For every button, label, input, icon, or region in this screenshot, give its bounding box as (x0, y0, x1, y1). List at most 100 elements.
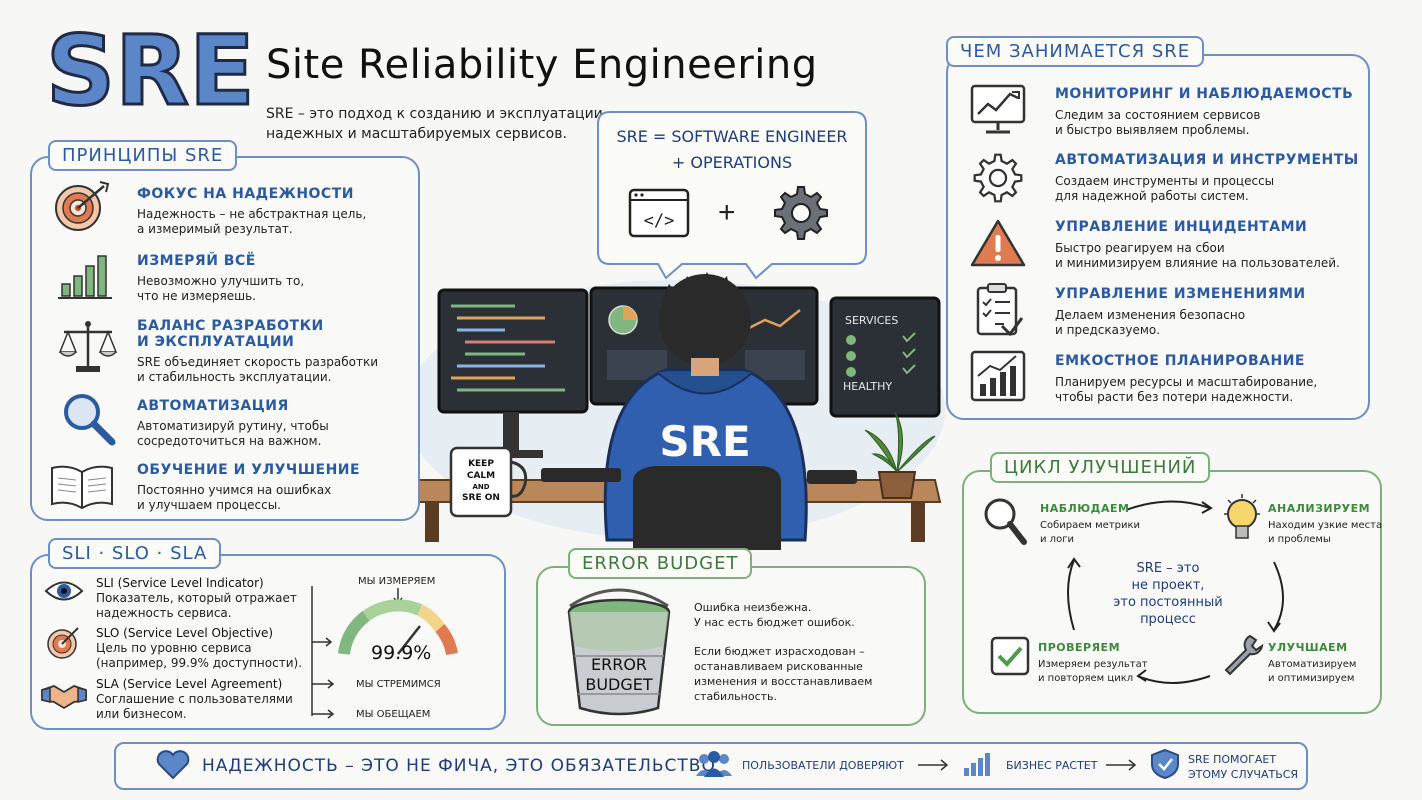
principle-text: SRE объединяет скорость разработки (137, 355, 379, 369)
error-budget-tag: ERROR BUDGET (568, 548, 753, 579)
principle-text: и улучшаем процессы. (137, 498, 281, 512)
footer-grow: БИЗНЕС РАСТЕТ (1006, 759, 1098, 772)
gauge-value: 99.9% (371, 642, 432, 664)
mug-text: AND (472, 483, 489, 491)
cycle-step: НАБЛЮДАЕМ Собираем метрики и логи (1040, 502, 1140, 547)
what-text: Создаем инструменты и процессы (1055, 174, 1275, 188)
plus-sign: + (718, 196, 736, 229)
what-text: и предсказуемо. (1055, 323, 1161, 337)
what-item: УПРАВЛЕНИЕ ИЗМЕНЕНИЯМИ Делаем изменения … (1055, 286, 1306, 338)
what-item: ЕМКОСТНОЕ ПЛАНИРОВАНИЕ Планируем ресурсы… (1055, 353, 1317, 405)
what-text: Следим за состоянием сервисов (1055, 108, 1261, 122)
mug-text: CALM (467, 471, 495, 481)
principle-item: ОБУЧЕНИЕ И УЛУЧШЕНИЕ Постоянно учимся на… (137, 462, 360, 513)
sli-item: SLI (Service Level Indicator) Показатель… (96, 576, 297, 621)
principle-title: ФОКУС НА НАДЕЖНОСТИ (137, 186, 354, 202)
gear-icon (972, 152, 1024, 204)
sre-logo: SRE (40, 18, 251, 118)
principle-title: ОБУЧЕНИЕ И УЛУЧШЕНИЕ (137, 462, 361, 478)
what-text: Быстро реагируем на сбои (1055, 241, 1225, 255)
what-title: ЕМКОСТНОЕ ПЛАНИРОВАНИЕ (1055, 353, 1305, 369)
principle-text: и стабильность эксплуатации. (137, 370, 332, 384)
cycle-center: SRE – это не проект, это постоянный проц… (1102, 560, 1234, 628)
logo-text: SRE (46, 18, 250, 118)
svg-text:</>: </> (644, 211, 675, 231)
formula-line: + OPERATIONS (671, 153, 793, 172)
footer-help-line: ЭТОМУ СЛУЧАТЬСЯ (1188, 768, 1299, 781)
cycle-step-text: Собираем метрики (1040, 520, 1141, 531)
what-title: УПРАВЛЕНИЕ ИНЦИДЕНТАМИ (1055, 219, 1308, 235)
monitor-chart-icon (970, 84, 1026, 136)
footer-help: SRE ПОМОГАЕТ ЭТОМУ СЛУЧАТЬСЯ (1188, 752, 1298, 782)
cycle-tag: ЦИКЛ УЛУЧШЕНИЙ (990, 452, 1211, 483)
principle-title: И ЭКСПЛУАТАЦИИ (137, 334, 295, 350)
principles-tag: ПРИНЦИПЫ SRE (48, 140, 238, 171)
sli-item: SLO (Service Level Objective) Цель по ур… (96, 626, 302, 671)
principle-title: АВТОМАТИЗАЦИЯ (137, 398, 289, 414)
cycle-step-text: и проблемы (1268, 534, 1331, 545)
principle-title: ИЗМЕРЯЙ ВСЁ (137, 253, 256, 269)
cycle-step-title: УЛУЧШАЕМ (1268, 641, 1348, 654)
principle-item: ФОКУС НА НАДЕЖНОСТИ Надежность – не абст… (137, 186, 366, 237)
principle-text: сосредоточиться на важном. (137, 434, 322, 448)
warning-icon (970, 218, 1026, 268)
subtitle-line: надежных и масштабируемых сервисов. (266, 126, 567, 142)
mug-text: SRE ON (462, 493, 500, 503)
eb-text: останавливаем рискованные (694, 660, 863, 673)
sli-title: SLI (Service Level Indicator) (96, 576, 264, 590)
sli-panel (30, 554, 506, 730)
what-text: и быстро выявляем проблемы. (1055, 123, 1250, 137)
sli-text: надежность сервиса. (96, 606, 232, 620)
what-tag: ЧЕМ ЗАНИМАЕТСЯ SRE (946, 36, 1205, 67)
sli-title: SLA (Service Level Agreement) (96, 677, 283, 691)
users-icon (694, 750, 734, 778)
footer-banner (114, 742, 1308, 790)
footer-help-line: SRE ПОМОГАЕТ (1188, 753, 1277, 766)
check-icon (990, 636, 1030, 676)
cycle-step: АНАЛИЗИРУЕМ Находим узкие места и пробле… (1268, 502, 1382, 547)
what-text: и минимизируем влияние на пользователей. (1055, 256, 1340, 270)
screen-healthy-text: HEALTHY (843, 380, 892, 393)
cycle-arrows (1060, 490, 1300, 690)
cycle-step-text: и повторяем цикл (1038, 673, 1134, 684)
cycle-step-text: и оптимизируем (1268, 673, 1355, 684)
sli-text: или бизнесом. (96, 707, 187, 721)
principle-text: Надежность – не абстрактная цель, (137, 207, 367, 221)
eb-text: Если бюджет израсходован – (694, 645, 865, 658)
cycle-center-line: это постоянный (1113, 595, 1223, 610)
what-item: АВТОМАТИЗАЦИЯ И ИНСТРУМЕНТЫ Создаем инст… (1055, 152, 1359, 204)
cycle-step-title: НАБЛЮДАЕМ (1040, 502, 1130, 515)
footer-slogan: НАДЕЖНОСТЬ – ЭТО НЕ ФИЧА, ЭТО ОБЯЗАТЕЛЬС… (202, 756, 716, 776)
principle-text: а измеримый результат. (137, 222, 293, 236)
sli-item: SLA (Service Level Agreement) Соглашение… (96, 677, 293, 722)
cycle-center-line: SRE – это (1136, 561, 1200, 576)
cycle-step-text: Автоматизируем (1268, 659, 1357, 670)
what-text: Планируем ресурсы и масштабирование, (1055, 375, 1318, 389)
cycle-step-text: и логи (1040, 534, 1074, 545)
eye-icon (44, 578, 84, 604)
error-budget-text: Ошибка неизбежна. У нас есть бюджет ошиб… (694, 600, 872, 704)
wrench-icon (1220, 632, 1264, 676)
hoodie-text: SRE (659, 417, 750, 466)
cycle-step: ПРОВЕРЯЕМ Измеряем результат и повторяем… (1038, 641, 1148, 686)
scales-icon (58, 318, 118, 374)
promise-label: МЫ ОБЕЩАЕМ (356, 709, 431, 720)
sli-flow (308, 572, 504, 722)
bar-chart-icon (962, 750, 992, 778)
eb-text: стабильность. (694, 690, 777, 703)
cycle-panel (962, 470, 1382, 714)
cycle-step-text: Находим узкие места (1268, 520, 1383, 531)
eb-text: Ошибка неизбежна. (694, 601, 812, 614)
cycle-step: УЛУЧШАЕМ Автоматизируем и оптимизируем (1268, 641, 1356, 686)
lightbulb-icon (1220, 492, 1264, 546)
arrow-right-icon (1104, 758, 1138, 772)
footer-trust: ПОЛЬЗОВАТЕЛИ ДОВЕРЯЮТ (742, 759, 904, 772)
bucket-text: ERROR (591, 655, 647, 674)
what-item: УПРАВЛЕНИЕ ИНЦИДЕНТАМИ Быстро реагируем … (1055, 219, 1340, 271)
cycle-center-line: не проект, (1131, 578, 1205, 593)
sli-text: Показатель, который отражает (96, 591, 297, 605)
magnifier-icon (982, 496, 1028, 546)
sli-title: SLO (Service Level Objective) (96, 626, 274, 640)
bucket-text: BUDGET (585, 675, 653, 694)
sli-text: Цель по уровню сервиса (96, 641, 252, 655)
